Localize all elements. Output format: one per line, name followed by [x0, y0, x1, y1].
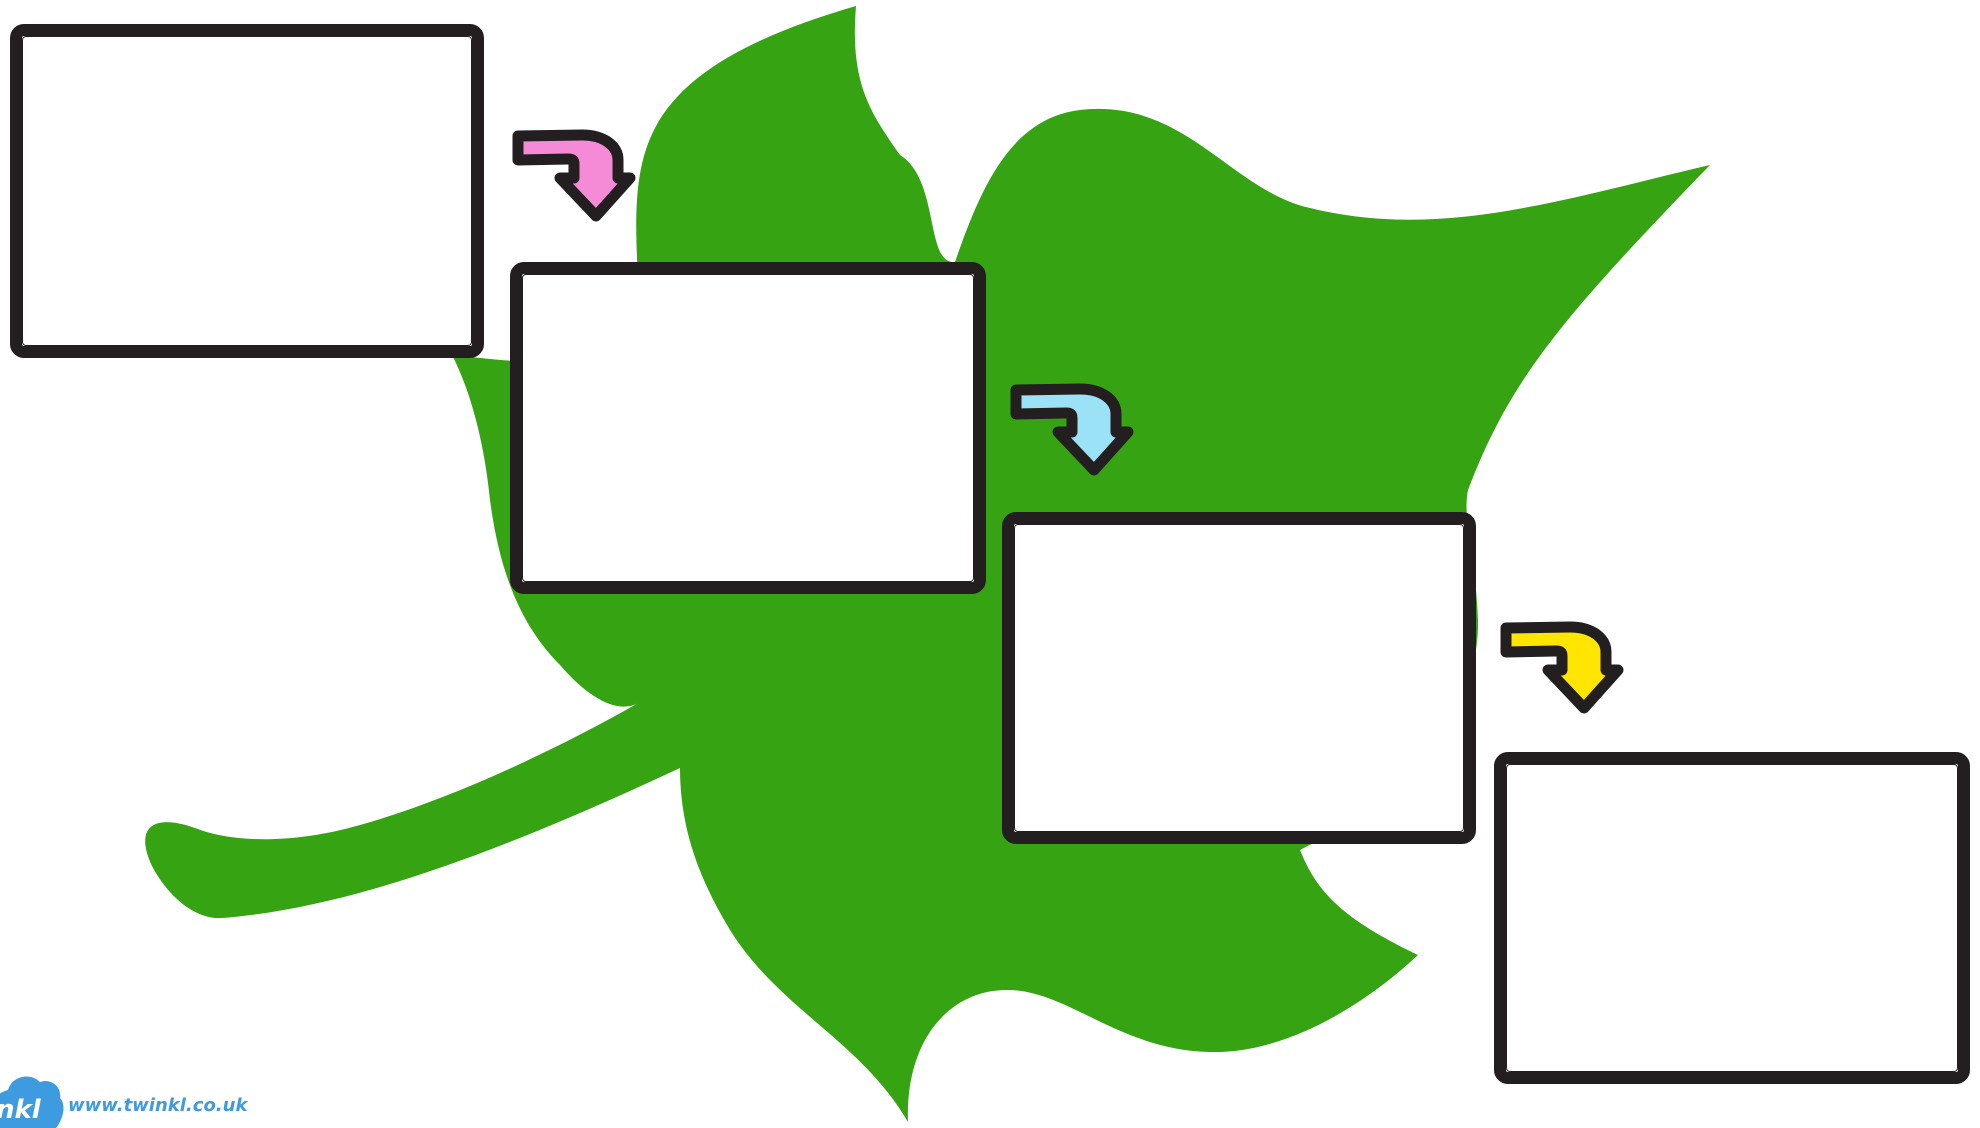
curved-down-arrow-icon: [512, 129, 636, 222]
curved-down-arrow-icon: [1010, 383, 1134, 476]
logo-text: nkl: [0, 1095, 42, 1125]
step-1-text-box[interactable]: [10, 24, 484, 358]
arrow-1-fill: [512, 129, 636, 222]
website-url[interactable]: www.twinkl.co.uk: [68, 1095, 248, 1116]
arrow-3-fill: [1500, 621, 1624, 714]
twinkl-cloud-logo-icon: nkl: [0, 1076, 64, 1128]
curved-down-arrow-icon: [1500, 621, 1624, 714]
step-2-text-box[interactable]: [510, 262, 986, 594]
step-4-text-box[interactable]: [1494, 752, 1970, 1084]
step-3-text-box[interactable]: [1002, 512, 1476, 844]
arrow-2-fill: [1010, 383, 1134, 476]
twinkl-branding: nkl www.twinkl.co.uk: [0, 1062, 260, 1128]
